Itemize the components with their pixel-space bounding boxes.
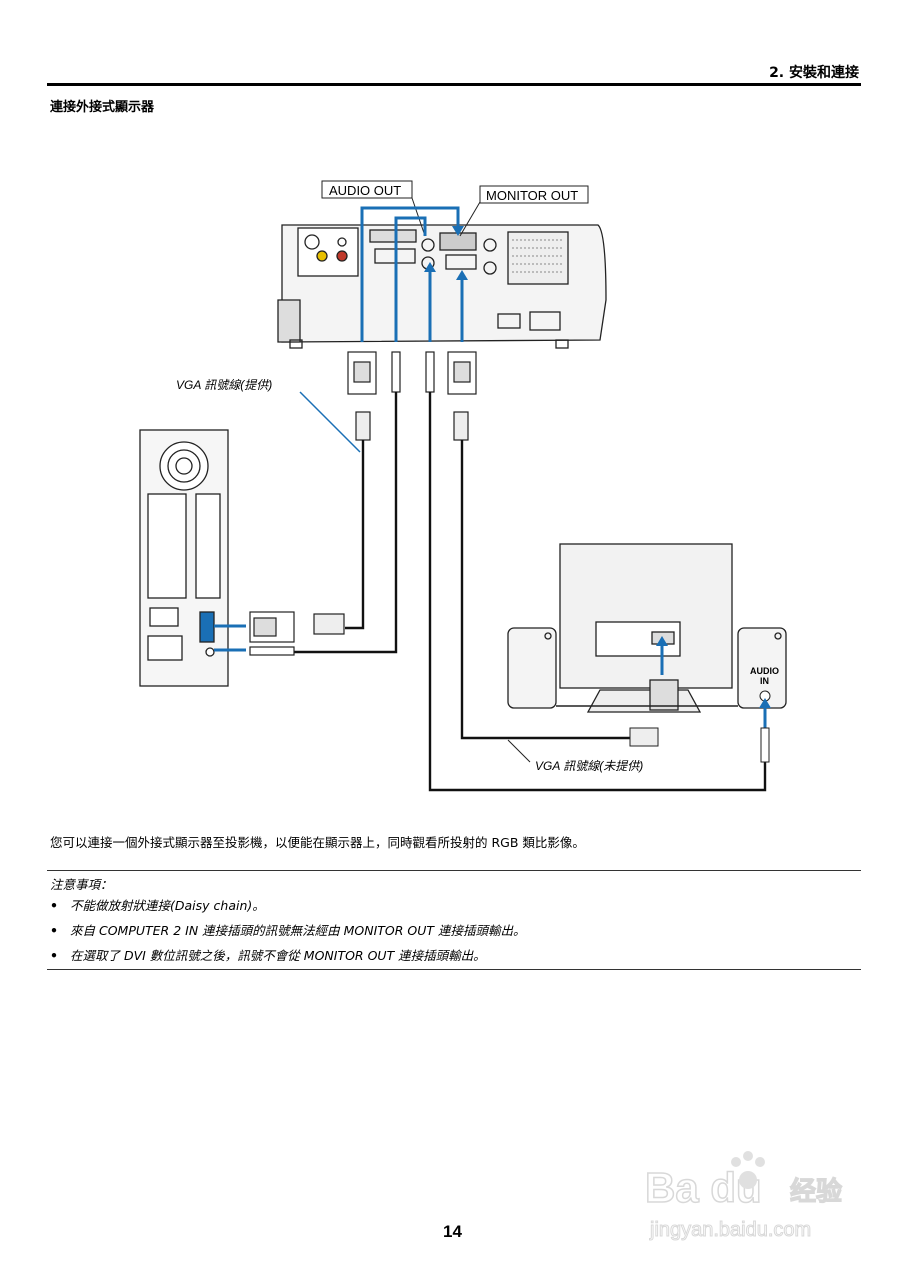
section-title: 連接外接式顯示器	[50, 100, 155, 115]
cable-connectors	[347, 351, 477, 441]
audio-out-label: AUDIO OUT	[329, 183, 401, 198]
notes-title: 注意事項：	[50, 877, 113, 892]
paw-icon	[731, 1151, 765, 1189]
intro-paragraph: 您可以連接一個外接式顯示器至投影機，以便能在顯示器上，同時觀看所投射的 RGB …	[50, 835, 585, 850]
monitor-out-label: MONITOR OUT	[486, 188, 578, 203]
baidu-jingyan-watermark: Ba du 经验 jingyan.baidu.com	[644, 1151, 843, 1242]
page-number: 14	[443, 1222, 462, 1241]
bullet-icon: •	[50, 948, 58, 963]
projector-illustration	[277, 224, 607, 349]
vga-cable-not-supplied-label: VGA 訊號線(未提供)	[535, 759, 643, 773]
header-rule	[47, 83, 861, 86]
svg-text:Ba du: Ba du	[645, 1164, 762, 1211]
audio-in-label-line2: IN	[760, 676, 769, 686]
svg-text:经验: 经验	[790, 1176, 842, 1207]
note-text: 在選取了 DVI 數位訊號之後，訊號不會從 MONITOR OUT 連接插頭輸出…	[70, 948, 486, 963]
projector-connection-arrows	[360, 206, 464, 342]
note-text: 不能做放射狀連接(Daisy chain)。	[70, 898, 265, 913]
notes-bottom-rule	[47, 969, 861, 970]
computer-connection-arrows	[214, 624, 246, 652]
connection-diagram: AUDIO OUT MONITOR OUT VGA 訊號線(提供)	[139, 180, 787, 792]
note-item: • 來自 COMPUTER 2 IN 連接插頭的訊號無法經由 MONITOR OU…	[50, 918, 526, 943]
vga-cable-supplied-label: VGA 訊號線(提供)	[176, 378, 272, 392]
chapter-heading: 2. 安裝和連接	[769, 65, 859, 81]
note-item: • 不能做放射狀連接(Daisy chain)。	[50, 893, 526, 918]
bullet-icon: •	[50, 898, 58, 913]
speaker-illustration	[507, 627, 787, 709]
cables	[294, 392, 767, 792]
computer-illustration	[139, 429, 229, 687]
notes-list: • 不能做放射狀連接(Daisy chain)。 • 來自 COMPUTER 2 I…	[50, 893, 526, 968]
audio-in-label-line1: AUDIO	[750, 666, 779, 676]
note-text: 來自 COMPUTER 2 IN 連接插頭的訊號無法經由 MONITOR OUT…	[70, 923, 526, 938]
notes-top-rule	[47, 870, 861, 871]
bullet-icon: •	[50, 923, 58, 938]
monitor-illustration	[559, 543, 733, 713]
note-item: • 在選取了 DVI 數位訊號之後，訊號不會從 MONITOR OUT 連接插頭輸…	[50, 943, 526, 968]
watermark-url: jingyan.baidu.com	[649, 1219, 811, 1241]
